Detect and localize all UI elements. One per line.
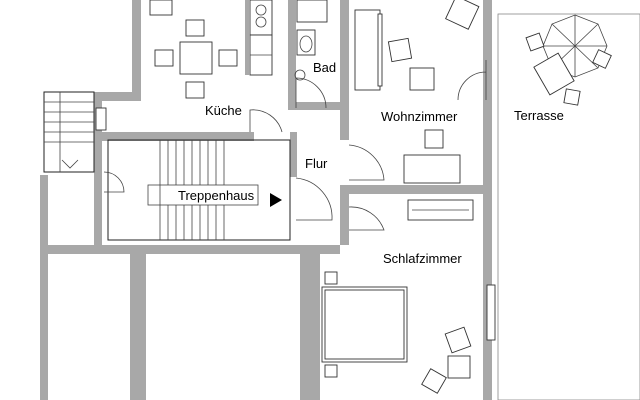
room-label-living: Wohnzimmer [381, 109, 458, 124]
room-label-bedroom: Schlafzimmer [383, 251, 462, 266]
terrace: Terrasse [497, 13, 640, 400]
room-label-hallway: Flur [305, 156, 328, 171]
bath: Bad [294, 0, 336, 109]
bedroom: Schlafzimmer [321, 199, 496, 394]
stairwell: Treppenhaus [107, 139, 333, 241]
exterior-stairs [43, 91, 125, 193]
room-label-stairwell: Treppenhaus [178, 188, 255, 203]
entrance-arrow-icon [270, 193, 282, 207]
door-swing-icon [249, 109, 283, 133]
living-room: Wohnzimmer [354, 0, 487, 184]
room-label-terrace: Terrasse [514, 108, 564, 123]
hallway: Flur [305, 144, 385, 231]
room-label-bath: Bad [313, 60, 336, 75]
walls [40, 0, 492, 400]
room-label-kitchen: Küche [205, 103, 242, 118]
kitchen: Küche [149, 0, 273, 118]
